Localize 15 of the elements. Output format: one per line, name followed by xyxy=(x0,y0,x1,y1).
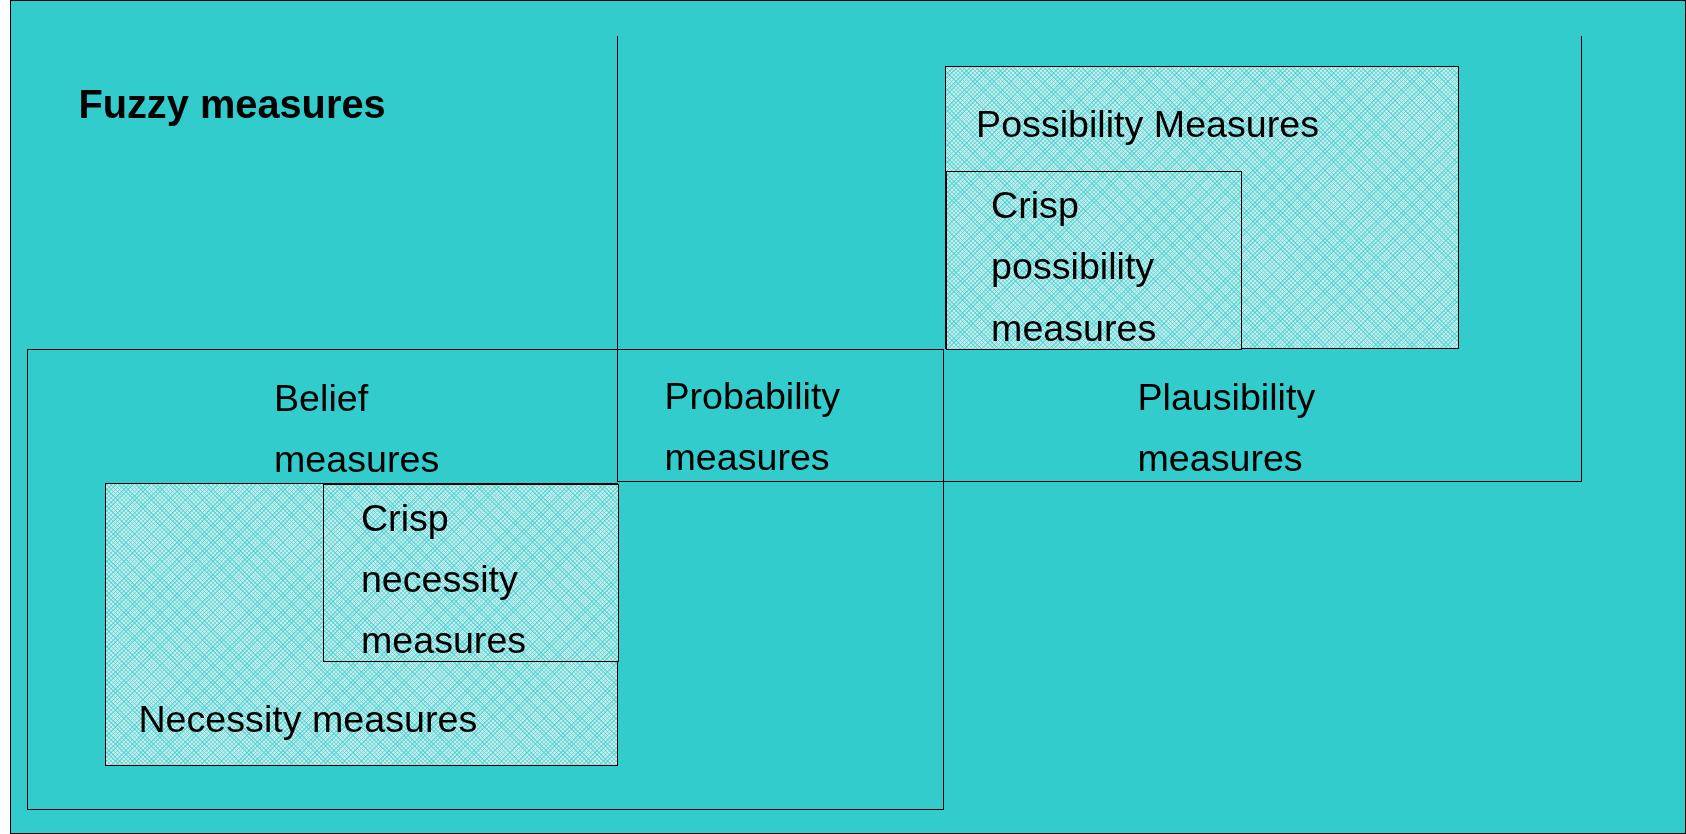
set-label: Belief measures xyxy=(274,375,441,482)
set-label: Plausibility measures xyxy=(1137,374,1317,481)
set-rectangle xyxy=(105,482,619,767)
set-rectangle xyxy=(945,65,1459,350)
set-outline xyxy=(617,36,1582,482)
frame-panel xyxy=(9,0,1686,834)
set-label: Crisp necessity measures xyxy=(360,495,528,664)
set-rectangle xyxy=(26,349,944,810)
set-label: Probability measures xyxy=(664,373,842,480)
set-label: Possibility Measures xyxy=(976,102,1320,148)
set-label: Necessity measures xyxy=(138,697,479,742)
heading: Fuzzy measures xyxy=(78,81,387,129)
set-rectangle xyxy=(946,170,1242,351)
set-label: Crisp possibility measures xyxy=(991,183,1158,351)
set-rectangle xyxy=(323,483,620,663)
